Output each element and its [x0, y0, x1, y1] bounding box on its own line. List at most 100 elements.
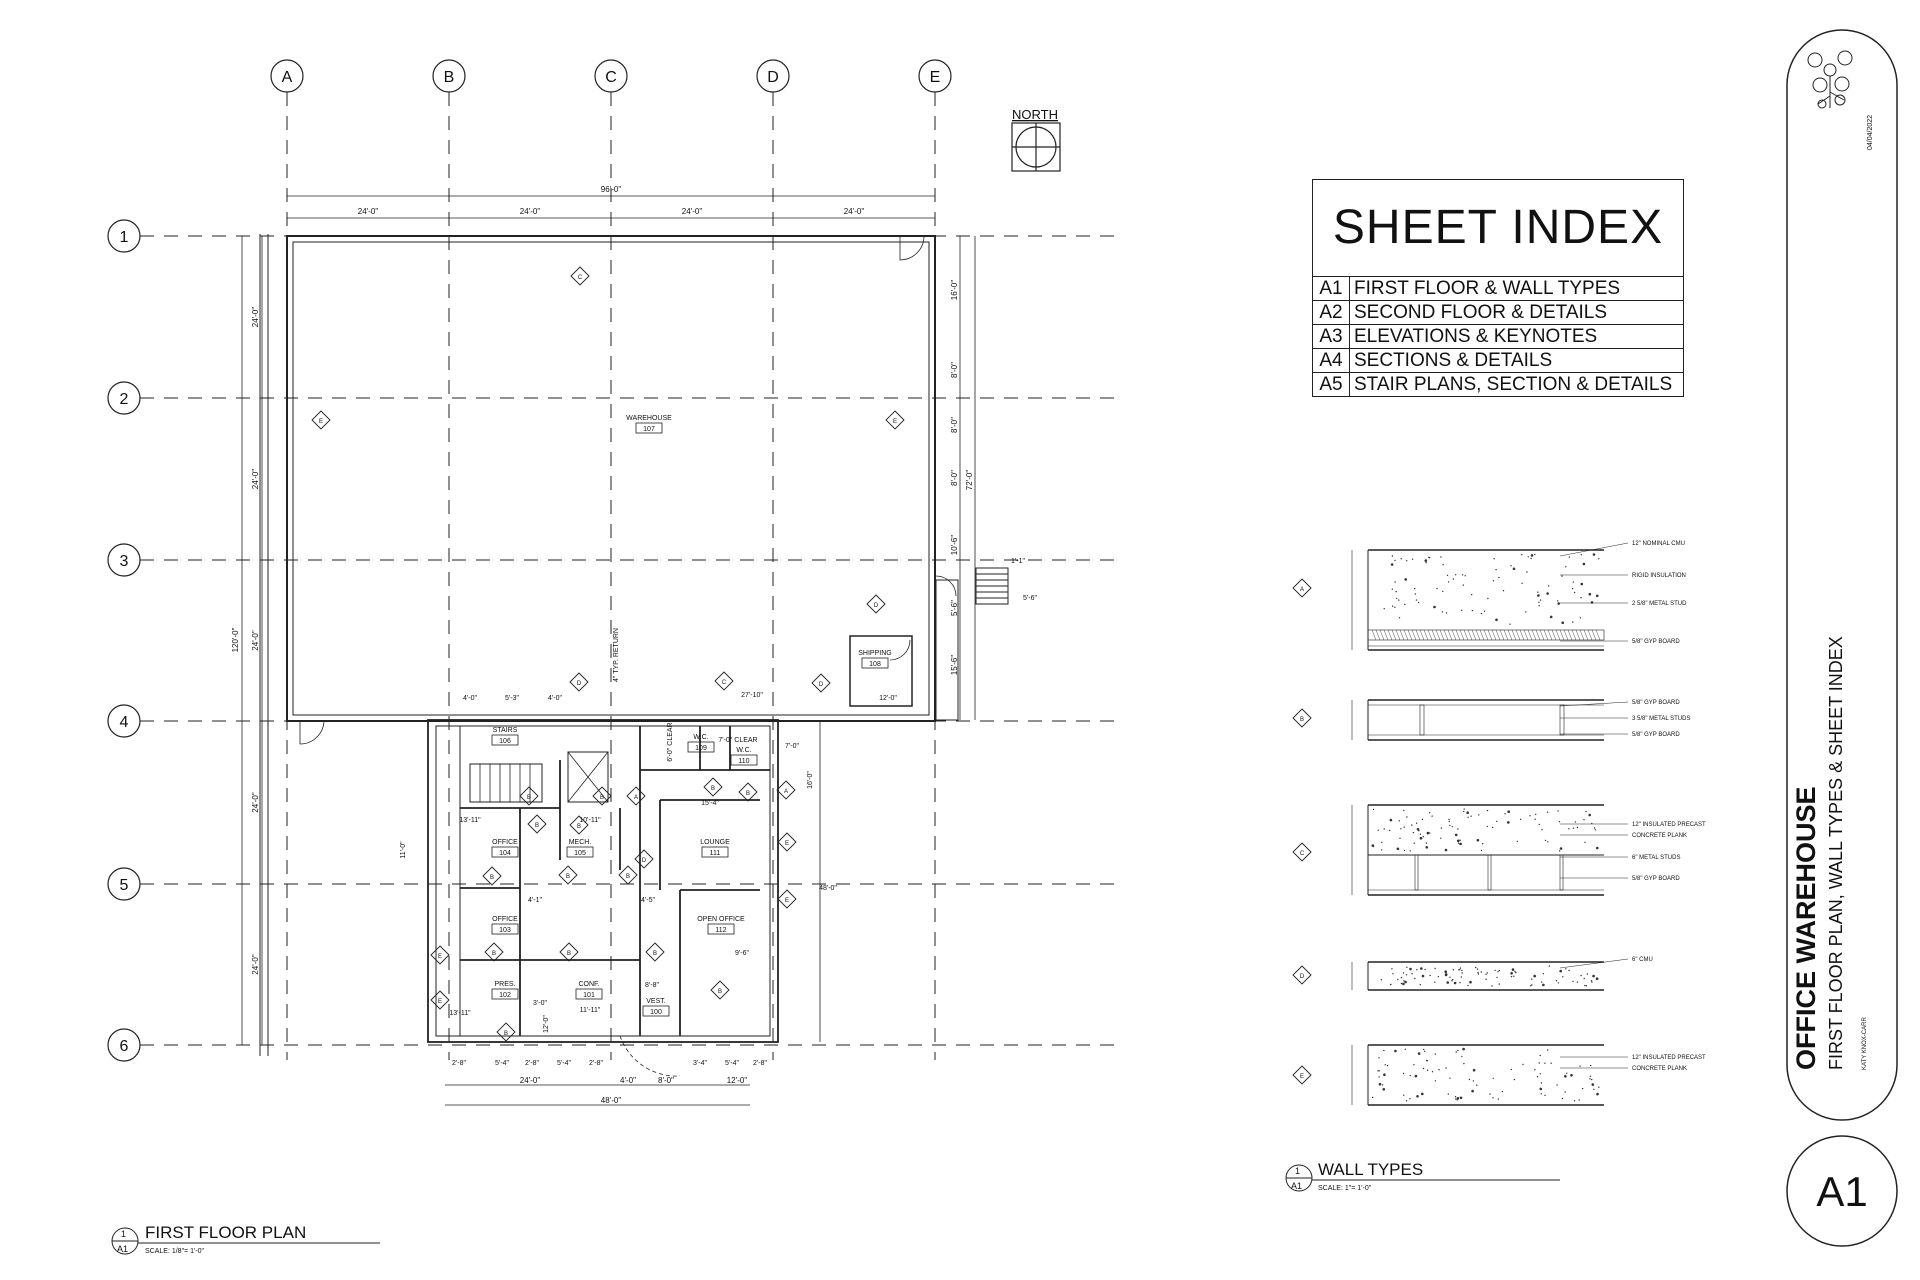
insulation-hatch — [1427, 629, 1433, 641]
sheet-code: A3 — [1313, 325, 1350, 348]
concrete-dot — [1538, 601, 1540, 603]
insulation-hatch — [1455, 629, 1461, 641]
plan-title-text: FIRST FLOOR PLAN — [145, 1223, 306, 1242]
dim-left-bay: 24'-0" — [251, 954, 260, 975]
concrete-dot — [1530, 985, 1532, 987]
dim-misc: 4'-0" — [463, 695, 477, 702]
concrete-dot — [1513, 1078, 1516, 1081]
wall-tag-letter: D — [577, 681, 582, 687]
room-number-box — [566, 846, 594, 858]
dim-misc: 5'-6" — [1023, 595, 1037, 602]
concrete-dot — [1398, 617, 1401, 619]
sheet-name: ELEVATIONS & KEYNOTES — [1354, 326, 1598, 347]
wall-type-tag — [1292, 1065, 1312, 1085]
insulation-hatch — [1423, 629, 1429, 641]
room-number-box — [491, 988, 519, 1000]
wall-tag-diamond — [519, 786, 539, 806]
concrete-dot — [1572, 621, 1574, 623]
rigid-insulation — [1367, 629, 1605, 641]
concrete-dot — [1457, 842, 1460, 844]
wall-tag-diamond — [885, 410, 905, 430]
concrete-dot — [1421, 1092, 1424, 1096]
wall-tag-diamond — [558, 865, 578, 885]
dim-right: 5'-6" — [950, 600, 959, 616]
concrete-dot — [1459, 1096, 1463, 1100]
grid-label-B: B — [444, 69, 455, 86]
concrete-dot — [1578, 1099, 1580, 1101]
wall-tag-letter: B — [626, 874, 630, 880]
concrete-dot — [1502, 590, 1505, 592]
wall-note: CONCRETE PLANK — [1632, 1066, 1687, 1072]
concrete-dot — [1449, 1077, 1451, 1079]
wall-tag-diamond — [777, 832, 797, 852]
wall-tag-diamond — [484, 942, 504, 962]
concrete-dot — [1572, 980, 1574, 983]
concrete-dot — [1598, 558, 1600, 560]
plan-drawing-title: 1 A1 FIRST FLOOR PLAN SCALE: 1/8"= 1'-0" — [111, 1223, 380, 1255]
concrete-dot — [1539, 599, 1542, 601]
insulation-hatch — [1403, 629, 1409, 641]
sheet-code: A1 — [1313, 277, 1350, 300]
concrete-dot — [1417, 601, 1420, 604]
dim-misc: 27'-10" — [741, 692, 763, 699]
insulation-hatch — [1535, 629, 1541, 641]
sheet-subtitle: FIRST FLOOR PLAN, WALL TYPES & SHEET IND… — [1826, 636, 1846, 1070]
dim-misc: 11'-0" — [400, 841, 407, 859]
concrete-dot — [1542, 973, 1545, 975]
concrete-dot — [1402, 982, 1405, 986]
concrete-dot — [1459, 982, 1461, 984]
concrete-hatch — [1383, 553, 1600, 625]
wall-tag-letter: A — [634, 795, 638, 801]
dim-top-bay: 24'-0" — [682, 207, 703, 216]
grid-label-E: E — [930, 69, 941, 86]
dim-misc: 6'-0" CLEAR — [667, 722, 674, 761]
concrete-dot — [1464, 575, 1466, 577]
concrete-dot — [1568, 969, 1570, 972]
concrete-dot — [1491, 826, 1494, 829]
concrete-dot — [1383, 1073, 1386, 1076]
concrete-dot — [1391, 588, 1394, 590]
dim-bottom: 48'-0" — [601, 1096, 622, 1105]
concrete-dot — [1390, 563, 1394, 566]
door-swings — [299, 235, 957, 745]
insulation-hatch — [1559, 629, 1565, 641]
insulation-hatch — [1471, 629, 1477, 641]
insulation-hatch — [1519, 629, 1525, 641]
concrete-dot — [1585, 985, 1588, 987]
concrete-dot — [1568, 556, 1571, 558]
dim-left-bay: 24'-0" — [251, 307, 260, 328]
project-name: OFFICE WAREHOUSE — [1791, 786, 1821, 1070]
concrete-dot — [1486, 825, 1489, 828]
wall-tag-letter: B — [535, 823, 539, 829]
concrete-dot — [1415, 822, 1418, 824]
concrete-dot — [1547, 841, 1549, 843]
concrete-dot — [1400, 982, 1403, 985]
concrete-dot — [1492, 1097, 1494, 1099]
concrete-dot — [1568, 828, 1570, 830]
concrete-dot — [1406, 560, 1408, 562]
concrete-dot — [1544, 1094, 1546, 1097]
concrete-dot — [1377, 1070, 1379, 1072]
concrete-dot — [1403, 849, 1406, 852]
sheet-number-circle — [1786, 1135, 1898, 1247]
room-name: OFFICE — [492, 839, 518, 846]
concrete-dot — [1559, 847, 1563, 850]
concrete-dot — [1429, 812, 1431, 814]
room-number: 101 — [583, 992, 595, 999]
dim-misc: 11'-11" — [580, 1007, 601, 1014]
wall-tag-diamond — [311, 410, 331, 430]
room-name: PRES. — [494, 981, 515, 988]
concrete-dot — [1469, 980, 1472, 984]
concrete-dot — [1440, 827, 1443, 829]
concrete-dot — [1386, 1064, 1389, 1067]
concrete-dot — [1423, 1048, 1425, 1051]
wall-tag-letter: D — [819, 682, 824, 688]
concrete-dot — [1416, 828, 1420, 831]
concrete-dot — [1557, 602, 1560, 605]
concrete-dot — [1509, 623, 1511, 625]
concrete-dot — [1417, 1052, 1421, 1055]
room-number: 109 — [695, 745, 707, 752]
concrete-dot — [1592, 553, 1596, 556]
room-number-box — [687, 741, 715, 753]
